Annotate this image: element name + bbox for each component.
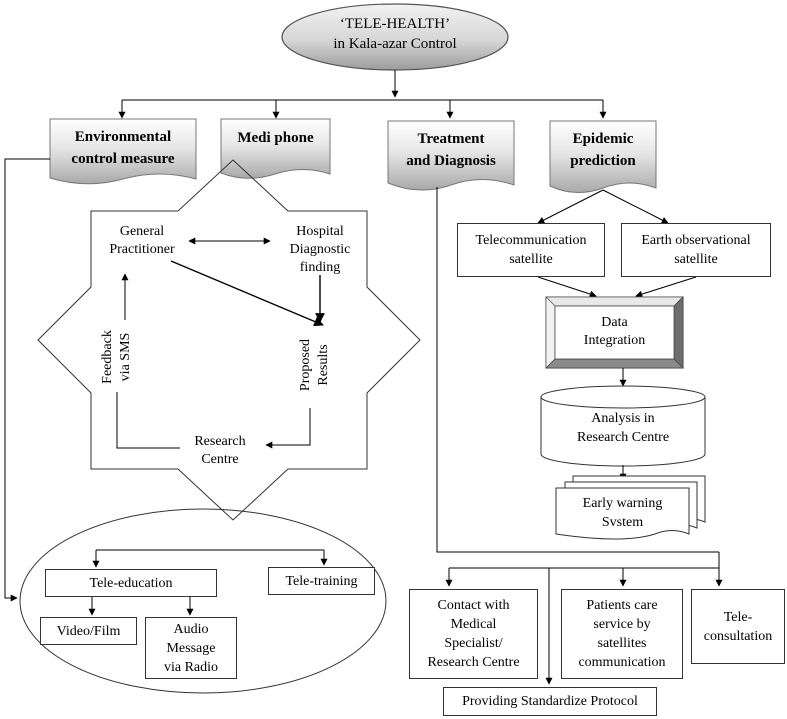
title-line1: ‘TELE-HEALTH’ [339,16,451,32]
proposed-line1: Proposed [298,338,313,392]
integration-line1: Data [601,315,628,330]
earth-line2: satellite [674,252,718,267]
research-centre-1: Research [194,434,246,449]
warning-line1: Early warning [582,496,663,511]
tele-education-box: Tele-education [45,569,217,597]
tele-consultation-box: Tele- consultation [691,589,785,664]
hospital-2: Diagnostic [289,242,351,257]
telecom-line1: Telecommunication [475,233,587,248]
audio-line2: Message [166,640,216,656]
research-centre-2: Centre [201,452,239,467]
integration-line2: Integration [583,333,646,348]
audio-line3: via Radio [163,659,219,675]
telecom-satellite-box: Telecommunication satellite [457,223,605,277]
title-line2: in Kala-azar Control [333,36,457,52]
early-warning-documents [555,475,706,540]
contact-line1: Contact with [437,598,510,613]
epidemic-label-2: prediction [570,153,636,169]
consultation-line1: Tele- [723,609,753,625]
environmental-label-1: Environmental [74,129,172,145]
patients-care-box: Patients care service by satellites comm… [561,589,683,679]
protocol-label: Providing Standardize Protocol [462,694,638,709]
feedback-line1: Feedback [100,330,115,384]
hospital-3: finding [299,260,341,275]
video-film-box: Video/Film [40,617,137,645]
analysis-line2: Research Centre [576,430,670,445]
contact-line2: Medical [450,617,497,632]
patients-line3: satellites [597,636,647,651]
warning-line2: Svstem [601,515,644,530]
video-film-label: Video/Film [56,623,121,639]
general-practitioner-2: Practitioner [109,242,175,257]
audio-line1: Audio [173,621,209,637]
feedback-line2: via SMS [118,332,133,382]
environmental-banner [49,118,197,185]
telecom-line2: satellite [509,252,553,267]
contact-line3: Specialist/ [444,636,503,651]
consultation-line2: consultation [703,628,773,644]
mediphone-star [37,159,421,521]
patients-line4: communication [578,655,666,670]
standardize-protocol-box: Providing Standardize Protocol [443,687,657,716]
patients-line1: Patients care [586,598,658,613]
tele-training-label: Tele-training [285,573,358,589]
patients-line2: service by [593,617,651,632]
hospital-1: Hospital [296,224,344,239]
earth-line1: Earth observational [641,233,751,248]
treatment-label-2: and Diagnosis [406,153,496,169]
treatment-label-1: Treatment [417,131,485,147]
mediphone-label: Medi phone [237,130,314,146]
tele-training-box: Tele-training [268,567,375,595]
analysis-line1: Analysis in [591,411,655,426]
environmental-label-2: control measure [71,151,175,167]
epidemic-banner [549,120,657,193]
mediphone-banner [220,118,331,179]
treatment-banner [387,120,515,191]
tele-education-label: Tele-education [89,575,173,591]
contact-specialist-box: Contact with Medical Specialist/ Researc… [409,589,538,679]
environmental-ellipse [19,508,387,694]
proposed-line2: Results [316,344,331,386]
general-practitioner-1: General [119,224,165,239]
contact-line4: Research Centre [427,655,520,670]
audio-message-box: Audio Message via Radio [145,617,237,679]
epidemic-label-1: Epidemic [572,131,634,147]
earth-satellite-box: Earth observational satellite [621,223,771,277]
